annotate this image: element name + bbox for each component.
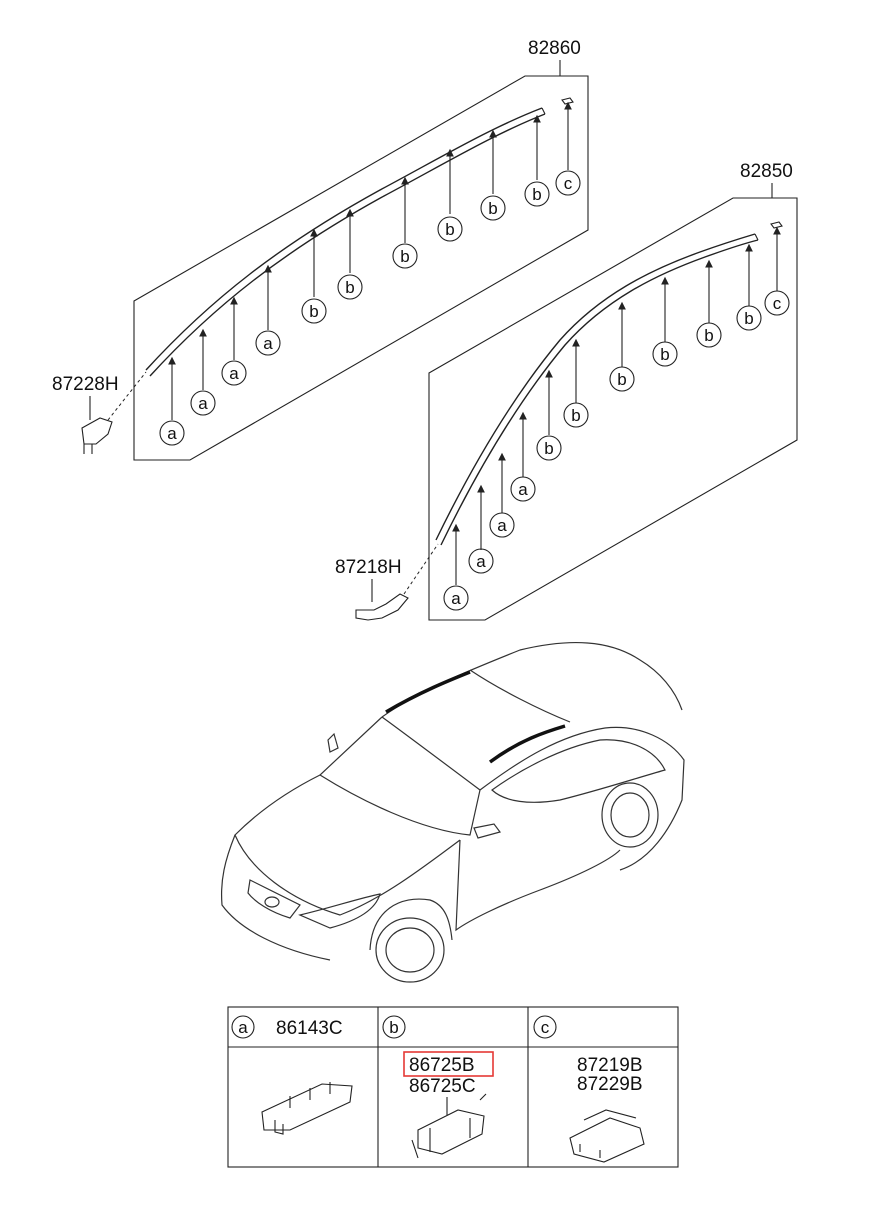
- callout-letter: b: [571, 406, 580, 425]
- callout-circle: [652, 341, 678, 367]
- callout-circle: [480, 195, 506, 221]
- table-part-87219b: 87219B: [577, 1055, 643, 1076]
- upper-end-piece-label: 87228H: [52, 374, 119, 395]
- table-key-b: b: [389, 1018, 398, 1037]
- callout-circle: [255, 330, 281, 356]
- clip-b-icon: [411, 1093, 487, 1159]
- callout-circle: [190, 390, 216, 416]
- callout-circle: [443, 585, 469, 611]
- callout-letter: a: [497, 516, 507, 535]
- callout-letter: b: [744, 309, 753, 328]
- callout-circle: [437, 216, 463, 242]
- table-part-87229b: 87229B: [577, 1074, 643, 1095]
- callout-circle: [337, 274, 363, 300]
- clip-c-icon: [569, 1109, 645, 1163]
- lower-molding: [435, 233, 756, 541]
- callout-letter: b: [309, 302, 318, 321]
- callout-circle: [392, 243, 418, 269]
- callout-circle: [696, 322, 722, 348]
- table-key-c: c: [541, 1018, 550, 1037]
- callout-letter: b: [704, 326, 713, 345]
- callout-circle: [159, 420, 185, 446]
- callout-letter: b: [617, 370, 626, 389]
- upper-part-number: 82860: [528, 38, 581, 59]
- callout-letter: a: [198, 394, 208, 413]
- callout-circle: [563, 402, 589, 428]
- callout-letter: b: [400, 247, 409, 266]
- callout-letter: b: [660, 345, 669, 364]
- upper-molding: [145, 107, 543, 371]
- callout-circle: [555, 170, 581, 196]
- table-key-a: a: [238, 1018, 248, 1037]
- callout-circle: [468, 548, 494, 574]
- callout-circle: [764, 290, 790, 316]
- parts-table: a 86143C b 86725B 86725C c 87219B 87229B: [227, 1006, 679, 1168]
- lower-frame: [428, 197, 798, 621]
- table-part-86143c: 86143C: [276, 1018, 343, 1039]
- upper-frame: [133, 75, 589, 461]
- callout-circle: [489, 512, 515, 538]
- callout-circle: [736, 305, 762, 331]
- callout-letter: b: [544, 439, 553, 458]
- callout-letter: b: [445, 220, 454, 239]
- callout-letter: a: [229, 364, 239, 383]
- callout-letter: a: [263, 334, 273, 353]
- table-part-86725b[interactable]: 86725B: [409, 1055, 475, 1076]
- end-piece-87228h-icon: [81, 417, 113, 454]
- lower-end-piece-label: 87218H: [335, 557, 402, 578]
- callout-circle: [301, 298, 327, 324]
- clip-c-lower: [770, 221, 783, 229]
- callout-letter: b: [488, 199, 497, 218]
- callout-letter: a: [167, 424, 177, 443]
- table-part-86725c: 86725C: [409, 1076, 476, 1097]
- callout-letter: a: [518, 480, 528, 499]
- callout-circle: [609, 366, 635, 392]
- callout-letter: c: [773, 294, 782, 313]
- callout-circle: [510, 476, 536, 502]
- callout-letter: a: [451, 589, 461, 608]
- callout-letter: b: [532, 185, 541, 204]
- highlight-box: [403, 1051, 494, 1077]
- callout-circle: [524, 181, 550, 207]
- clip-c-upper: [561, 97, 574, 105]
- callout-letter: a: [476, 552, 486, 571]
- callout-circle: [221, 360, 247, 386]
- callout-circle: [536, 435, 562, 461]
- end-piece-87218h-icon: [355, 593, 409, 621]
- car-illustration: [220, 641, 685, 983]
- lower-part-number: 82850: [740, 161, 793, 182]
- callout-letter: c: [564, 174, 573, 193]
- clip-a-icon: [261, 1082, 353, 1135]
- callout-letter: b: [345, 278, 354, 297]
